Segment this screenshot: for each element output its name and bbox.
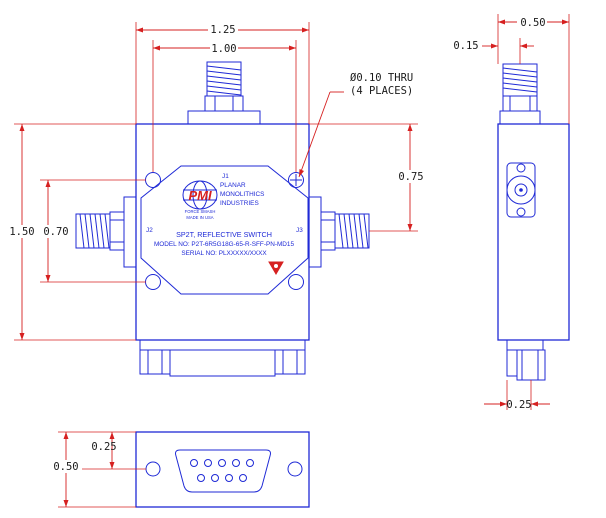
dsub-pin [211, 474, 219, 482]
dim-side-width: 0.50 [520, 17, 545, 29]
dim-port-offset: 0.75 [398, 171, 423, 183]
brand-line-2: MONOLITHICS [220, 191, 264, 198]
mounting-hole-bottom-right [288, 274, 304, 290]
bottom-mount-hole-right [287, 461, 303, 477]
dsub-shell [175, 449, 271, 493]
dsub-pin [239, 474, 247, 482]
dsub-pin [246, 459, 254, 467]
hole-callout-line-1: Ø0.10 THRU [350, 72, 413, 84]
bottom-mount-hole-left [145, 461, 161, 477]
dsub-pin [218, 459, 226, 467]
dim-overall-height: 1.50 [9, 226, 34, 238]
front-view: PMI PLANAR MONOLITHICS INDUSTRIES FORCE … [75, 61, 370, 377]
side-view [497, 63, 570, 381]
dsub-pin [232, 459, 240, 467]
dsub-pin [225, 474, 233, 482]
mounting-hole-bottom-left [145, 274, 161, 290]
front-dimensions: 1.25 1.00 Ø0.10 THRU (4 PLACES) 1.50 0.7… [6, 22, 426, 341]
mounting-hole-top-right [288, 172, 304, 188]
dsub-pin [190, 459, 198, 467]
sma-connector-j1 [187, 61, 261, 125]
bottom-dimensions: 0.50 0.25 [52, 431, 146, 508]
esd-warning-icon [268, 261, 284, 275]
product-label: PMI PLANAR MONOLITHICS INDUSTRIES FORCE … [140, 165, 309, 295]
dsub-pin [197, 474, 205, 482]
mounting-hole-top-left [145, 172, 161, 188]
dim-side-bottom: 0.25 [506, 399, 531, 411]
logo-subtext-1: FORCE SMASH [185, 209, 216, 214]
dsub-connector-front [139, 339, 306, 377]
side-body [497, 123, 570, 341]
sma-connector-j3 [308, 196, 370, 268]
side-port-connector [506, 162, 536, 218]
dim-side-offset: 0.15 [453, 40, 478, 52]
port-label-j2: J2 [146, 227, 153, 234]
dsub-pin [204, 459, 212, 467]
port-label-j1: J1 [222, 173, 229, 180]
logo-subtext-2: MADE IN USA [186, 215, 213, 220]
brand-line-3: INDUSTRIES [220, 200, 259, 207]
sma-connector-j2 [75, 196, 137, 268]
dim-hole-spacing-horizontal: 1.00 [211, 43, 236, 55]
dim-bottom-height: 0.50 [53, 461, 78, 473]
bottom-body [135, 431, 310, 508]
side-dimensions: 0.50 0.15 0.25 [453, 14, 570, 411]
hole-callout-line-2: (4 PLACES) [350, 85, 413, 97]
logo-text: PMI [188, 188, 212, 203]
product-title: SP2T, REFLECTIVE SWITCH [176, 230, 272, 239]
port-label-j3: J3 [296, 227, 303, 234]
model-number: MODEL NO: P2T-6R5G18G-65-R-SFF-PN-MD15 [154, 241, 294, 248]
dim-port-spacing: 0.70 [43, 226, 68, 238]
serial-number: SERIAL NO: PLXXXXX/XXXX [181, 250, 267, 257]
bottom-view [135, 431, 310, 508]
dim-overall-width: 1.25 [210, 24, 235, 36]
dim-bottom-offset: 0.25 [91, 441, 116, 453]
brand-line-1: PLANAR [220, 182, 246, 189]
